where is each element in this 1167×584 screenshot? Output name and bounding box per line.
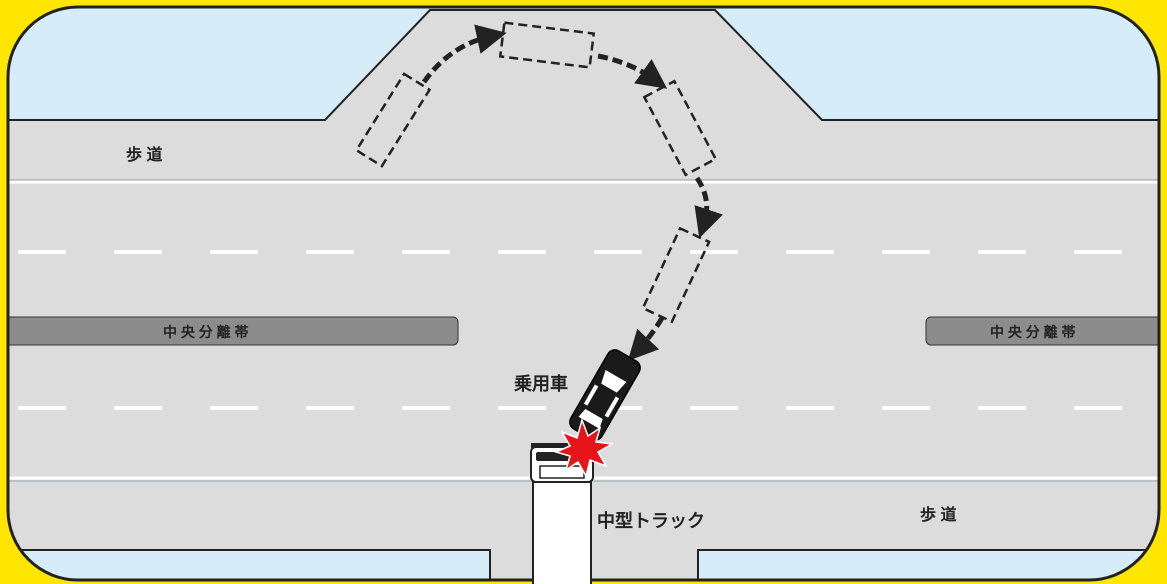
- car-windshield: [601, 369, 627, 393]
- medium-truck: [530, 443, 594, 584]
- arrow-3: [694, 176, 723, 239]
- median-left: [8, 316, 459, 346]
- trajectory-arrows: [421, 24, 723, 361]
- truck-cargo: [532, 481, 592, 584]
- sidewalk-bottom-label: 歩 道: [920, 505, 956, 524]
- arrow-1: [421, 24, 507, 84]
- sidewalk-top-label: 歩 道: [126, 145, 162, 164]
- impact-burst-icon: [553, 417, 615, 478]
- sidewalk-bottom-outline-right: [697, 549, 1159, 580]
- car-rear-window: [578, 409, 603, 429]
- median-right: [925, 316, 1159, 346]
- ghost-car-3: [642, 79, 718, 177]
- car-label: 乗用車: [514, 373, 568, 394]
- car-left-window: [583, 384, 599, 406]
- arrow-2: [597, 53, 668, 89]
- truck-bumper: [531, 443, 593, 448]
- car-right-window: [604, 396, 620, 418]
- median-left-label: 中 央 分 離 帯: [163, 324, 249, 340]
- arrow-4: [627, 316, 665, 361]
- sidewalk-bottom-outline: [8, 549, 491, 580]
- truck-label: 中型トラック: [597, 510, 705, 531]
- truck-cab-roof: [539, 465, 585, 479]
- median-right-label: 中 央 分 離 帯: [990, 324, 1076, 340]
